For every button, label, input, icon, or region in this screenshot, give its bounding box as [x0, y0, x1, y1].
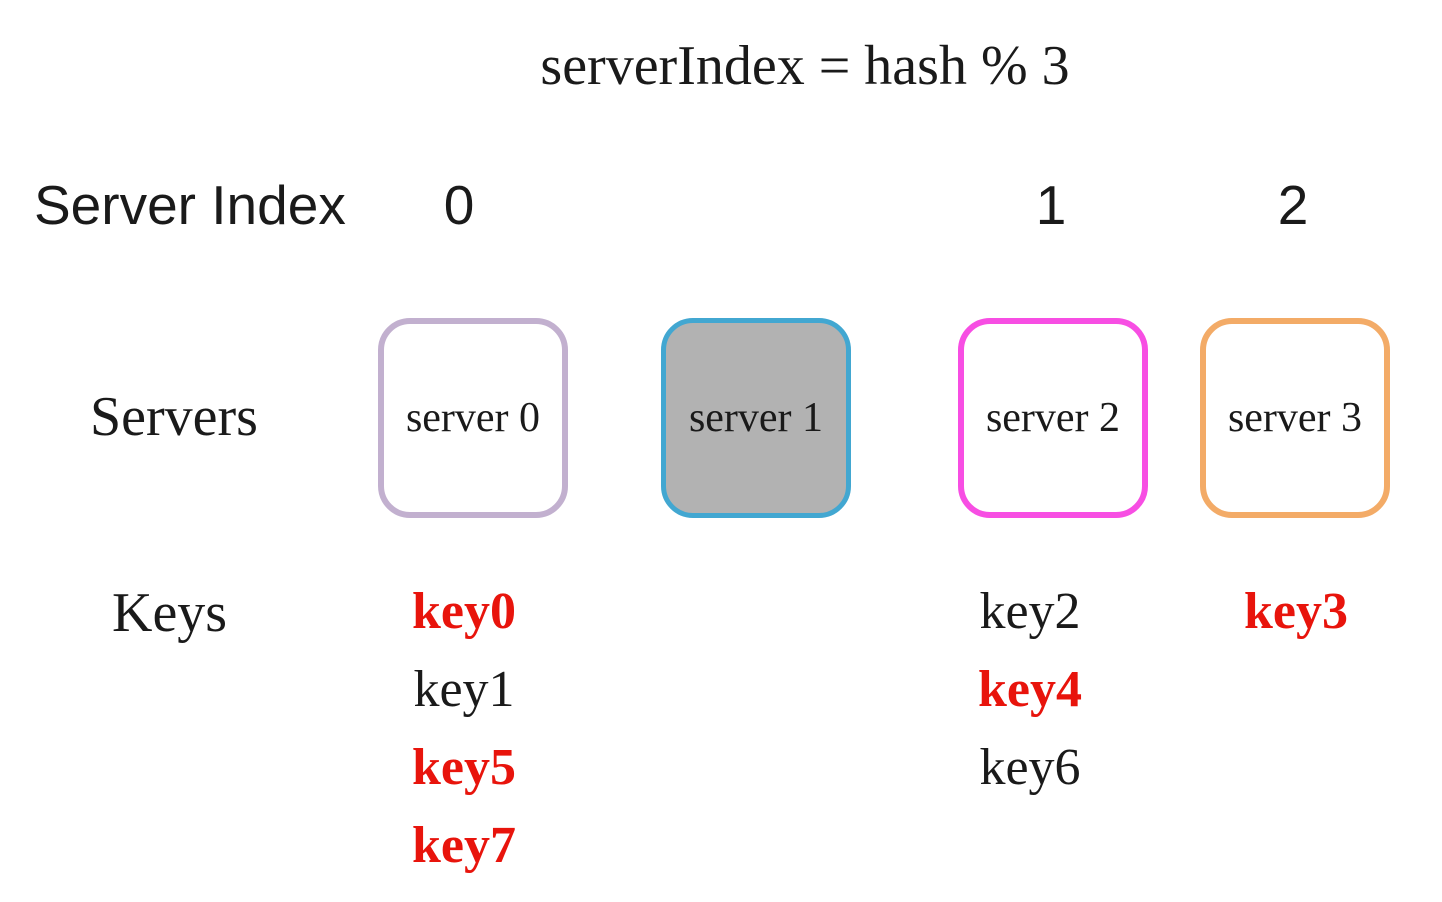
key-item: key0: [412, 583, 516, 640]
key-item: key7: [412, 817, 516, 874]
formula-title: serverIndex = hash % 3: [540, 35, 1070, 97]
server-box-1-offline: server 1: [661, 318, 851, 518]
server-box-2: server 2: [958, 318, 1148, 518]
server-box-3: server 3: [1200, 318, 1390, 518]
key-item: key4: [978, 661, 1082, 718]
server-index-value-2: 2: [1277, 174, 1309, 236]
key-list-server-2: key2 key4 key6: [910, 573, 1150, 807]
server-box-2-label: server 2: [985, 395, 1121, 441]
key-list-server-3: key3: [1176, 573, 1416, 651]
key-item: key3: [1244, 583, 1348, 640]
server-box-1-label: server 1: [688, 395, 824, 441]
server-index-value-1: 1: [1035, 174, 1067, 236]
key-list-server-0: key0 key1 key5 key7: [344, 573, 584, 885]
server-box-0-label: server 0: [405, 395, 541, 441]
server-index-value-0: 0: [443, 174, 475, 236]
server-box-0: server 0: [378, 318, 568, 518]
keys-row-label: Keys: [112, 582, 228, 644]
key-item: key1: [413, 661, 515, 718]
key-item: key5: [412, 739, 516, 796]
key-item: key6: [979, 739, 1081, 796]
servers-row-label: Servers: [90, 386, 258, 448]
server-box-3-label: server 3: [1227, 395, 1363, 441]
server-index-row-label: Server Index: [34, 174, 346, 236]
key-item: key2: [979, 583, 1081, 640]
